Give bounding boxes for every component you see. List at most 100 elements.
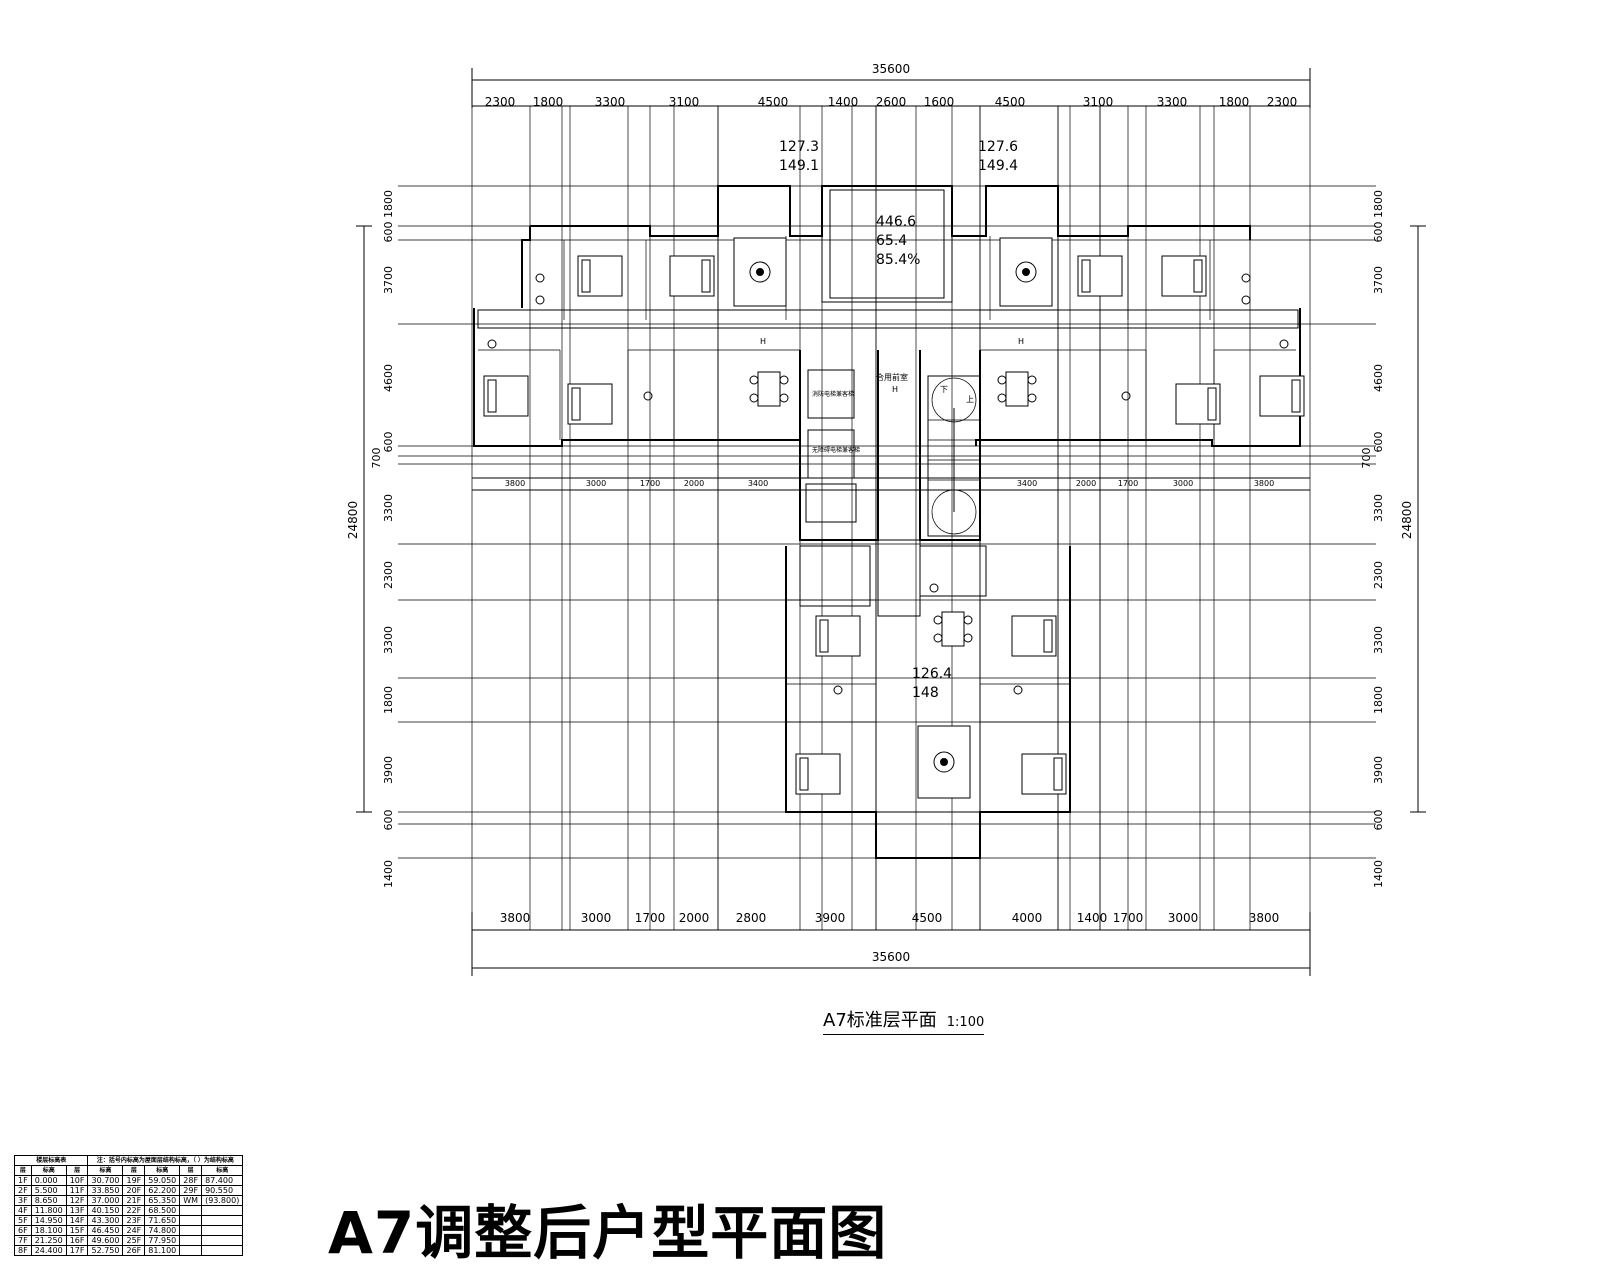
table-cell: 13F [65,1205,89,1216]
bed-furniture-group [483,255,1305,795]
column-header: 层 [179,1165,203,1176]
top-dim: 1400 [828,95,859,109]
table-cell [179,1215,203,1226]
bed-icon [577,255,623,297]
right-dim: 3900 [1372,756,1385,784]
table-cell [201,1235,244,1246]
column-header: 标高 [30,1165,67,1176]
main-title: A7调整后户型平面图 [328,1199,888,1267]
table-cell: 25F [122,1235,146,1246]
bed-icon [1259,375,1305,417]
table-cell: 68.500 [144,1205,181,1216]
table-cell: 15F [65,1225,89,1236]
table-cell: 52.750 [87,1245,124,1256]
stair-down-label: 下 [940,385,948,394]
left-dim: 3700 [382,266,395,294]
mid-dim-left: 2000 [684,479,704,488]
right-dim: 3300 [1372,626,1385,654]
mid-dim-right: 3000 [1173,479,1193,488]
table-cell: 37.000 [87,1195,124,1206]
table-column-row: 层 标高 层 标高 层 标高 层 标高 [14,1165,244,1176]
column-header: 标高 [201,1165,244,1176]
bottom-dim: 3800 [500,911,531,925]
unit-right-area-2: 149.4 [978,158,1018,174]
table-cell: 87.400 [201,1175,244,1186]
table-cell: 5.500 [30,1185,67,1196]
table-cell [179,1225,203,1236]
lobby-label: 合用前室 [876,372,908,382]
table-cell: 62.200 [144,1185,181,1196]
right-dim: 3700 [1372,266,1385,294]
top-dim: 1800 [533,95,564,109]
dining-table-icon [997,371,1037,407]
bed-icon [1161,255,1207,297]
dimension-frame [356,68,1426,976]
column-header: 标高 [87,1165,124,1176]
bottom-dim: 3000 [1168,911,1199,925]
table-cell [201,1215,244,1226]
table-header: 楼层标高表 [13,1155,89,1166]
bed-icon [483,375,529,417]
table-cell [179,1205,203,1216]
table-cell: 10F [65,1175,89,1186]
right-dim: 1400 [1372,860,1385,888]
table-cell [201,1205,244,1216]
table-cell: 29F [179,1185,203,1196]
unit-right-area-1: 127.6 [978,139,1018,155]
unit-left-area-1: 127.3 [779,139,819,155]
left-dim: 2300 [382,561,395,589]
table-cell: 11F [65,1185,89,1196]
sofa-set-icon [917,725,971,799]
bottom-dim: 1400 [1077,911,1108,925]
left-dim: 3300 [382,494,395,522]
mid-dim-right: 1700 [1118,479,1138,488]
table-cell [201,1245,244,1256]
table-cell: WM [179,1195,203,1206]
bed-icon [795,753,841,795]
table-cell: 2F [14,1185,32,1196]
section-mark-core: H [892,385,898,394]
floor-elevation-table: 楼层标高表 注：括号内标高为屋面层结构标高，（ ）为结构标高 层 标高 层 标高… [13,1155,244,1256]
bottom-dim: 3900 [815,911,846,925]
stair-up-label: 上 [966,395,974,404]
table-cell: 22F [122,1205,146,1216]
left-dim: 3300 [382,626,395,654]
table-cell: 16F [65,1235,89,1246]
core-efficiency-ratio: 85.4% [876,252,920,268]
left-dim: 600 [382,222,395,243]
top-dim: 3300 [1157,95,1188,109]
sofa-set-icon [999,237,1053,307]
bed-icon [1021,753,1067,795]
table-cell [201,1225,244,1236]
bed-icon [1011,615,1057,657]
top-dim: 4500 [995,95,1026,109]
top-dim: 2300 [485,95,516,109]
right-dim: 600 [1372,222,1385,243]
left-dim: 4600 [382,364,395,392]
toilet-icon-group [487,273,1289,695]
table-header: 注：括号内标高为屋面层结构标高，（ ）为结构标高 [87,1155,244,1166]
table-cell: 7F [14,1235,32,1246]
bottom-dim: 1700 [635,911,666,925]
table-cell: 8F [14,1245,32,1256]
table-cell: 28F [179,1175,203,1186]
left-dim: 700 [370,448,383,469]
table-cell: 12F [65,1195,89,1206]
table-cell: 43.300 [87,1215,124,1226]
top-dim: 4500 [758,95,789,109]
table-cell: (93.800) [201,1195,244,1206]
table-cell: 65.350 [144,1195,181,1206]
top-dim: 2300 [1267,95,1298,109]
staircase [927,375,981,537]
overall-height-right: 24800 [1400,501,1414,539]
table-cell: 1F [14,1175,32,1186]
top-dim: 1800 [1219,95,1250,109]
table-cell: 21.250 [30,1235,67,1246]
right-dim: 3300 [1372,494,1385,522]
table-cell: 46.450 [87,1225,124,1236]
elevator-1-label: 消防电梯兼客梯 [812,390,854,398]
mid-dim-right: 2000 [1076,479,1096,488]
